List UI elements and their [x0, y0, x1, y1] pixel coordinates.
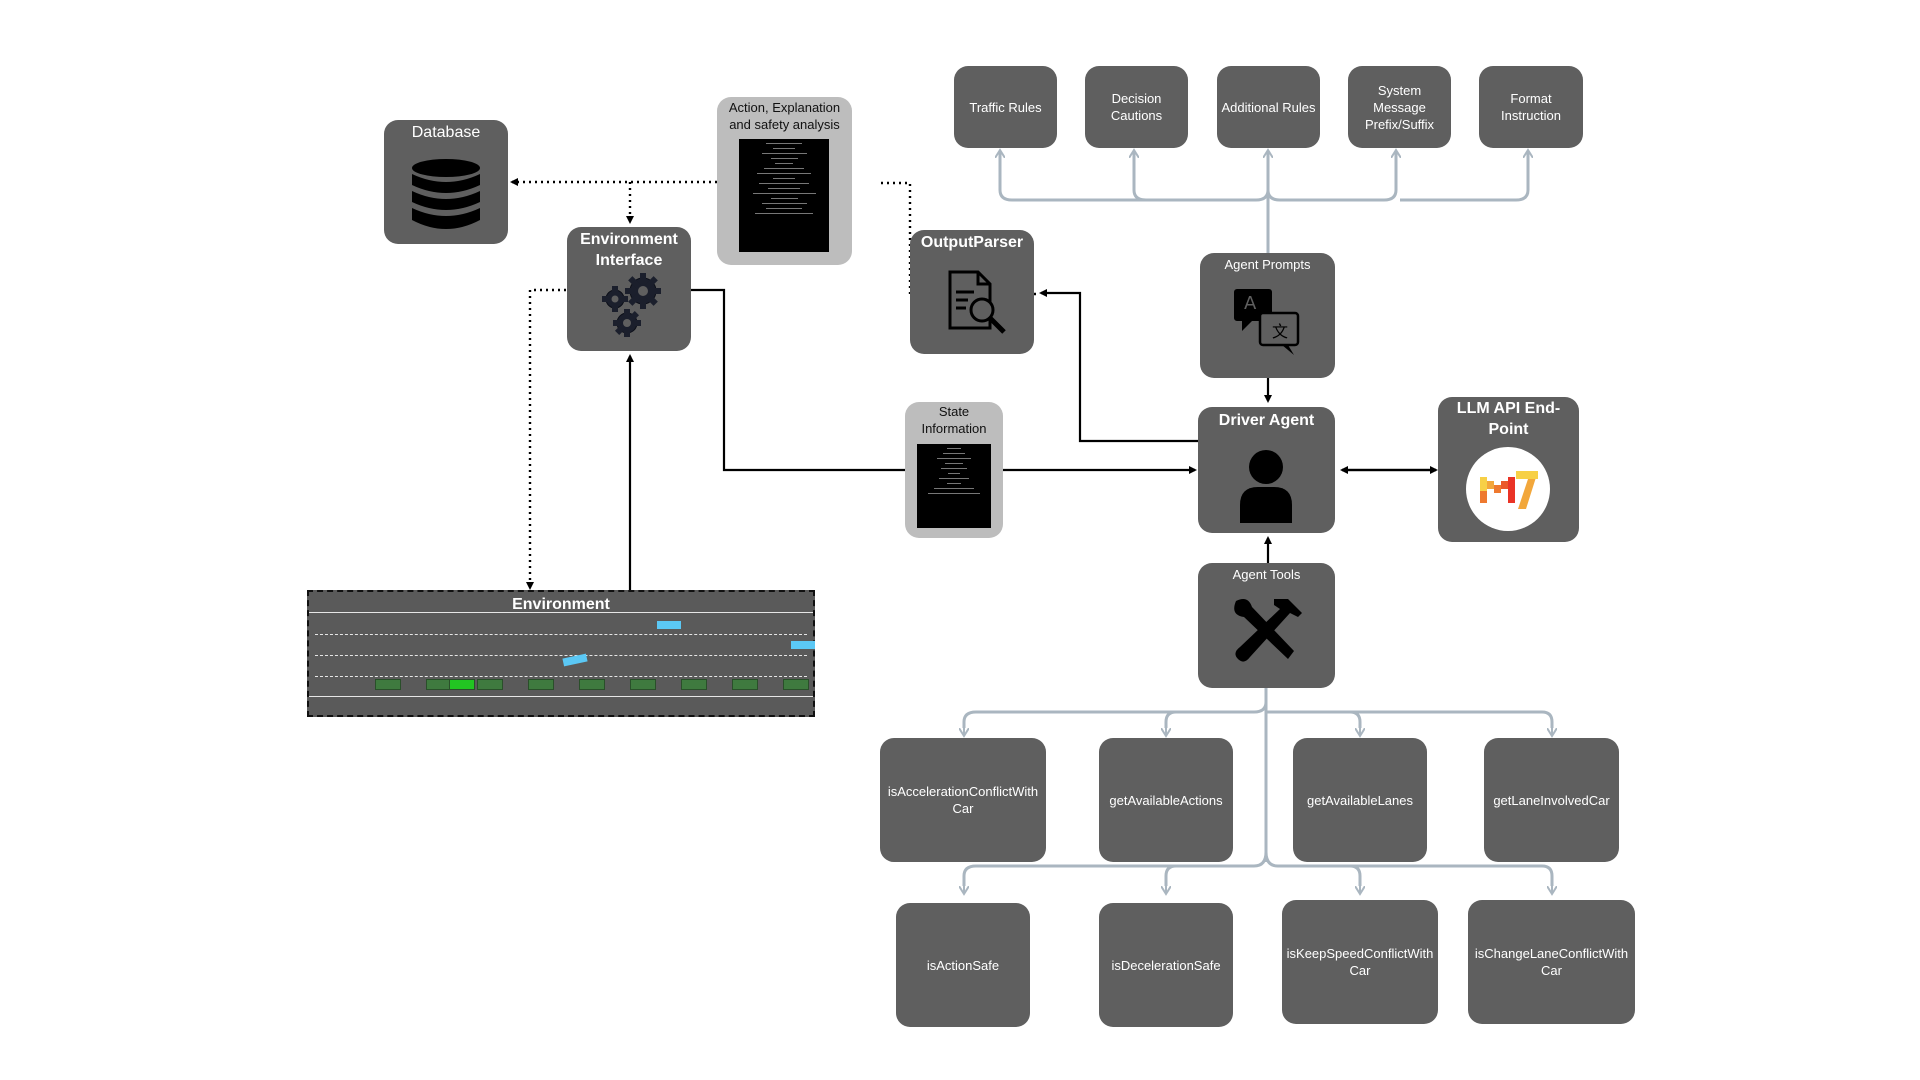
action-explanation-label: Action, Explanation and safety analysis [728, 100, 841, 132]
lane-car [579, 679, 605, 690]
additional-rules-label: Additional Rules [1221, 99, 1316, 115]
prompts-tree-arrows [1000, 151, 1528, 156]
environment-road: Environment [307, 590, 815, 717]
database-label: Database [411, 124, 481, 141]
svg-text:文: 文 [1272, 322, 1288, 341]
data-flow-arrows [626, 288, 1438, 592]
tool-is-change-lane-conflict: isChangeLaneConflictWith Car [1468, 900, 1635, 1024]
lane-car [477, 679, 503, 690]
tools-icon [1234, 599, 1302, 662]
lane-car [375, 679, 401, 690]
format-instruction-box: Format Instruction [1479, 66, 1583, 148]
lane-car [630, 679, 656, 690]
tool-is-deceleration-safe: isDecelerationSafe [1099, 903, 1233, 1027]
mistral-logo-icon [1466, 447, 1550, 531]
tool-label: isChangeLaneConflictWith Car [1474, 946, 1629, 978]
lane-edge-bottom [309, 696, 813, 697]
action-output-terminal [739, 139, 829, 252]
action-explanation-note: Action, Explanation and safety analysis [717, 97, 852, 265]
driver-agent-node: Driver Agent [1198, 407, 1335, 533]
lane-car [783, 679, 809, 690]
tool-label: isAccelerationConflictWith Car [887, 784, 1039, 816]
gears-icon [602, 273, 661, 337]
npc-car [657, 621, 681, 629]
tool-is-keep-speed-conflict: isKeepSpeedConflictWith Car [1282, 900, 1438, 1024]
lane-divider [315, 634, 807, 635]
tool-label: isDecelerationSafe [1111, 957, 1221, 973]
prompts-tree [998, 152, 1530, 253]
document-search-icon [948, 270, 1006, 334]
ego-car [449, 679, 475, 690]
tool-label: isKeepSpeedConflictWith Car [1286, 946, 1434, 978]
system-message-box: System Message Prefix/Suffix [1348, 66, 1451, 148]
state-information-label: State Information [921, 404, 987, 436]
npc-car [791, 641, 815, 649]
tool-label: isActionSafe [926, 957, 1000, 973]
tools-tree [962, 685, 1554, 886]
svg-text:A: A [1244, 293, 1257, 314]
agent-tools-label: Agent Tools [1232, 567, 1301, 582]
lane-edge-top [309, 612, 813, 613]
database-node: Database [384, 120, 508, 244]
state-information-note: State Information [905, 402, 1003, 538]
tool-is-action-safe: isActionSafe [896, 903, 1030, 1027]
lane-divider [315, 676, 807, 677]
driver-agent-label: Driver Agent [1218, 412, 1315, 429]
tool-get-lane-involved-car: getLaneInvolvedCar [1484, 738, 1619, 862]
agent-tools-node: Agent Tools [1198, 563, 1335, 688]
lane-car [528, 679, 554, 690]
additional-rules-box: Additional Rules [1217, 66, 1320, 148]
translate-chat-icon: A 文 [1234, 289, 1300, 355]
environment-interface-node: Environment Interface [567, 227, 691, 351]
traffic-rules-label: Traffic Rules [969, 99, 1042, 115]
decision-cautions-box: Decision Cautions [1085, 66, 1188, 148]
llm-endpoint-node: LLM API End-Point [1438, 397, 1579, 542]
tool-label: getAvailableActions [1109, 792, 1223, 808]
traffic-rules-box: Traffic Rules [954, 66, 1057, 148]
tool-label: getAvailableLanes [1306, 792, 1413, 808]
decision-cautions-label: Decision Cautions [1110, 91, 1163, 123]
database-icon [412, 159, 480, 229]
environment-label: Environment [512, 596, 610, 613]
person-icon [1240, 450, 1292, 523]
agent-prompts-node: Agent Prompts A 文 [1200, 253, 1335, 378]
output-parser-label: OutputParser [920, 234, 1024, 251]
format-instruction-label: Format Instruction [1501, 91, 1561, 123]
tool-get-available-actions: getAvailableActions [1099, 738, 1233, 862]
environment-interface-label: Environment Interface [580, 231, 678, 269]
lane-divider [315, 655, 807, 656]
state-terminal [917, 444, 991, 528]
output-parser-node: OutputParser [910, 230, 1034, 354]
tools-tree-arrows [964, 728, 1552, 893]
tool-get-available-lanes: getAvailableLanes [1293, 738, 1427, 862]
tool-is-acceleration-conflict: isAccelerationConflictWith Car [880, 738, 1046, 862]
tool-label: getLaneInvolvedCar [1493, 792, 1610, 808]
lane-car [681, 679, 707, 690]
llm-endpoint-label: LLM API End-Point [1456, 400, 1561, 438]
agent-prompts-label: Agent Prompts [1224, 257, 1311, 272]
lane-car [732, 679, 758, 690]
system-message-label: System Message Prefix/Suffix [1364, 82, 1435, 132]
